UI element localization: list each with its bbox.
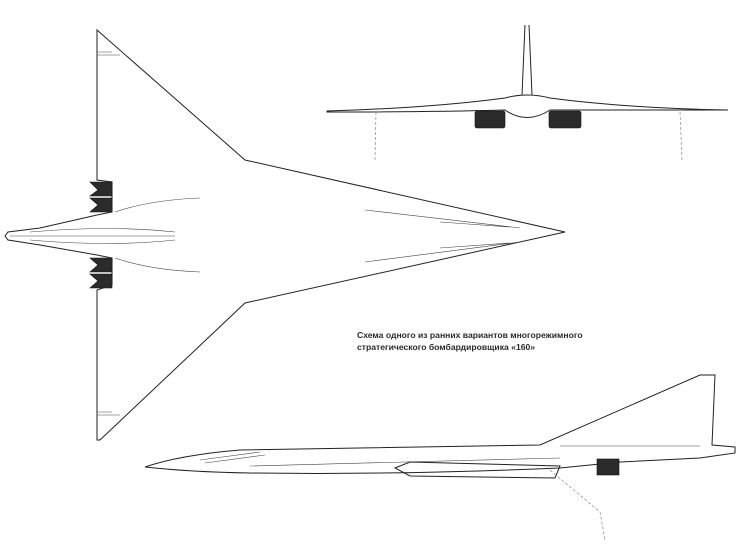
side-view-engine-nozzle xyxy=(596,458,620,476)
plan-view-nacelle-lines xyxy=(114,197,201,273)
side-view-landing-gear xyxy=(549,469,606,541)
plan-view-engine-intakes-lower xyxy=(89,257,113,289)
front-view-engine-right xyxy=(548,110,582,129)
side-view-fuselage-outline xyxy=(144,374,736,474)
caption-line-2: стратегического бомбардировщика «160» xyxy=(357,342,536,352)
side-view xyxy=(144,374,736,541)
plan-view-cockpit-lines xyxy=(364,209,521,263)
front-view-landing-gear xyxy=(374,111,683,161)
plan-view-wing-outline xyxy=(4,28,566,441)
plan-view-control-surface-lines xyxy=(97,51,120,416)
front-view xyxy=(326,24,729,161)
side-view-detail-lines xyxy=(199,445,700,467)
front-view-wing xyxy=(326,94,729,118)
caption-line-1: Схема одного из ранних вариантов многоре… xyxy=(357,330,583,340)
front-view-engine-left xyxy=(474,110,506,129)
plan-view xyxy=(4,28,566,441)
side-view-nacelle xyxy=(393,461,561,479)
drawing-caption: Схема одного из ранних вариантов многоре… xyxy=(357,329,583,353)
plan-view-engine-intakes-upper xyxy=(89,181,113,213)
front-view-fin xyxy=(521,24,533,96)
plan-view-fuselage-lines xyxy=(10,228,176,244)
